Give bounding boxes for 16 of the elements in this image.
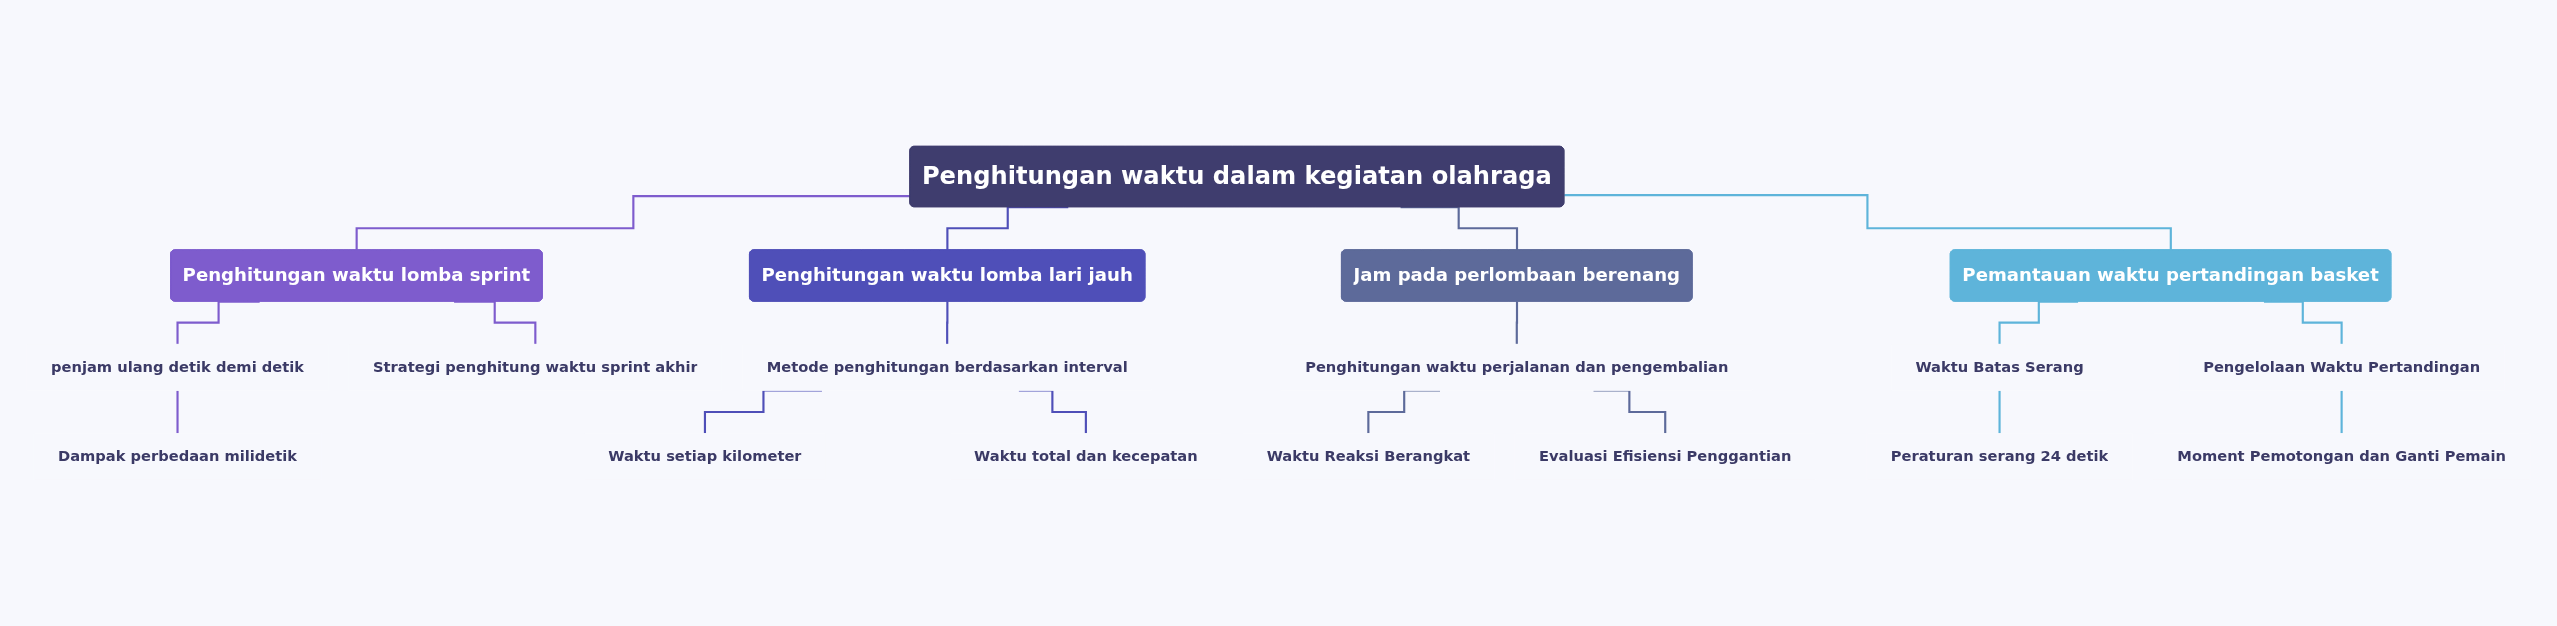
- node-text: Waktu Reaksi Berangkat: [1266, 447, 1471, 465]
- node-text: Moment Pemotongan dan Ganti Pemain: [2177, 447, 2506, 465]
- node-text: Pengelolaan Waktu Pertandingan: [2203, 358, 2481, 376]
- node-text: Waktu total dan kecepatan: [974, 447, 1198, 465]
- connector: [176, 389, 179, 435]
- connector: [1998, 389, 2001, 435]
- node-text: Peraturan serang 24 detik: [1890, 447, 2109, 465]
- node-text: penjam ulang detik demi detik: [51, 358, 305, 376]
- node-text: Evaluasi Efisiensi Penggantian: [1539, 447, 1792, 465]
- node-text: Strategi penghitung waktu sprint akhir: [373, 358, 698, 376]
- connector: [1515, 300, 1519, 346]
- node-text: Waktu Batas Serang: [1915, 358, 2084, 376]
- connector: [2340, 389, 2343, 435]
- node-text: Waktu setiap kilometer: [608, 447, 802, 465]
- node-text: Dampak perbedaan milidetik: [57, 447, 298, 465]
- connector: [946, 300, 949, 346]
